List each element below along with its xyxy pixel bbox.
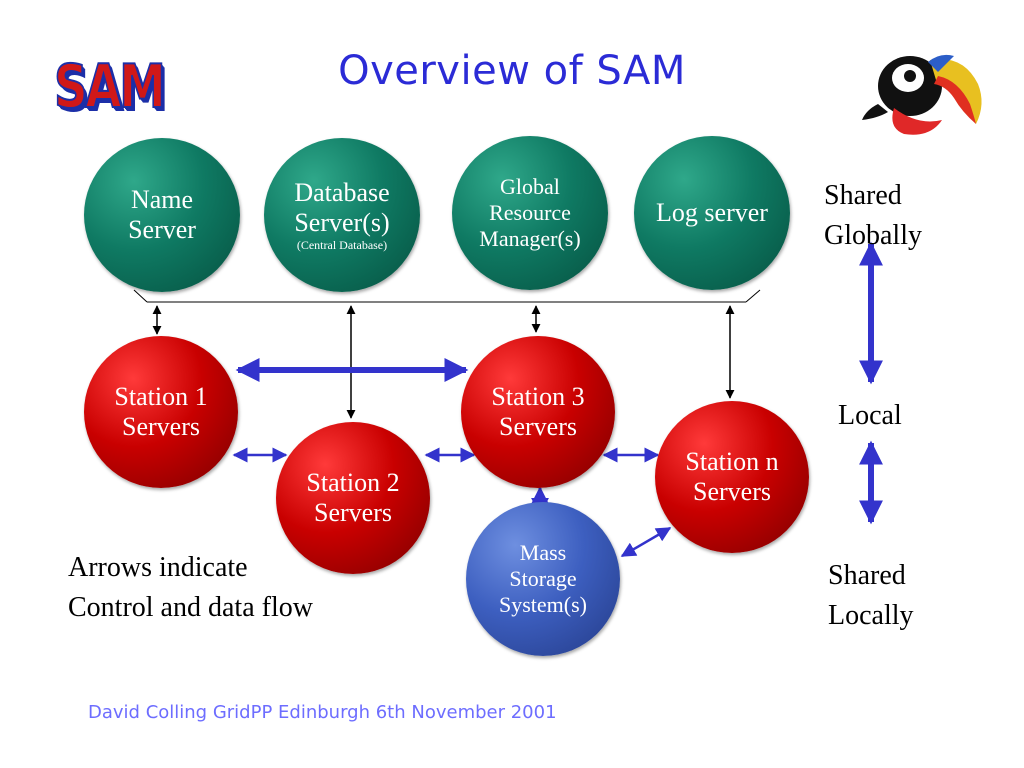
grm-label-line-3: Manager(s)	[479, 226, 581, 251]
storage-to-station-n-arrow	[620, 526, 672, 558]
station-3-label-line-2: Servers	[499, 412, 577, 441]
mass-storage-label-line-3: System(s)	[499, 592, 587, 617]
database-server-label-line-1: Database	[294, 178, 390, 207]
shared-globally-line-2: Globally	[824, 220, 922, 251]
mass-storage-node: Mass Storage System(s)	[466, 502, 620, 656]
database-server-sublabel: (Central Database)	[296, 238, 388, 252]
station-3-node: Station 3 Servers	[461, 336, 615, 488]
mass-storage-label-line-1: Mass	[519, 540, 567, 565]
toucan-mascot-image	[862, 54, 982, 135]
station-2-node: Station 2 Servers	[276, 422, 430, 574]
shared-globally-label: Shared Globally	[824, 176, 922, 256]
grm-label-line-1: Global	[500, 174, 560, 199]
name-server-node: Name Server	[84, 138, 240, 292]
page-title: Overview of SAM	[338, 48, 686, 94]
log-server-node: Log server	[634, 136, 790, 290]
database-server-node: Database Server(s) (Central Database)	[264, 138, 420, 292]
station-n-label-line-1: Station n	[685, 447, 779, 476]
station-2-label-line-1: Station 2	[306, 468, 400, 497]
station-3-label-line-1: Station 3	[491, 382, 585, 411]
name-server-label-line-2: Server	[128, 215, 196, 244]
global-resource-manager-node: Global Resource Manager(s)	[452, 136, 608, 290]
shared-locally-line-1: Shared	[828, 560, 906, 591]
flow-legend-line-1: Arrows indicate	[68, 552, 248, 583]
shared-locally-line-2: Locally	[828, 600, 914, 631]
flow-legend-note: Arrows indicate Control and data flow	[68, 548, 313, 628]
local-label: Local	[838, 400, 902, 431]
name-server-label-line-1: Name	[130, 185, 194, 214]
station-1-node: Station 1 Servers	[84, 336, 238, 488]
slide-footer: David Colling GridPP Edinburgh 6th Novem…	[88, 702, 557, 723]
grm-label-line-2: Resource	[489, 200, 571, 225]
mass-storage-label-line-2: Storage	[509, 566, 577, 591]
station-2-label-line-2: Servers	[314, 498, 392, 527]
station-1-label-line-1: Station 1	[114, 382, 208, 411]
global-bus-line	[133, 289, 761, 303]
station-n-label-line-2: Servers	[693, 477, 771, 506]
sam-logo: SAM	[53, 51, 166, 123]
log-server-label: Log server	[656, 198, 768, 227]
database-server-label-line-2: Server(s)	[294, 208, 390, 237]
station-1-label-line-2: Servers	[122, 412, 200, 441]
shared-locally-label: Shared Locally	[828, 556, 914, 636]
station-n-node: Station n Servers	[655, 401, 809, 553]
flow-legend-line-2: Control and data flow	[68, 592, 313, 623]
shared-globally-line-1: Shared	[824, 180, 902, 211]
